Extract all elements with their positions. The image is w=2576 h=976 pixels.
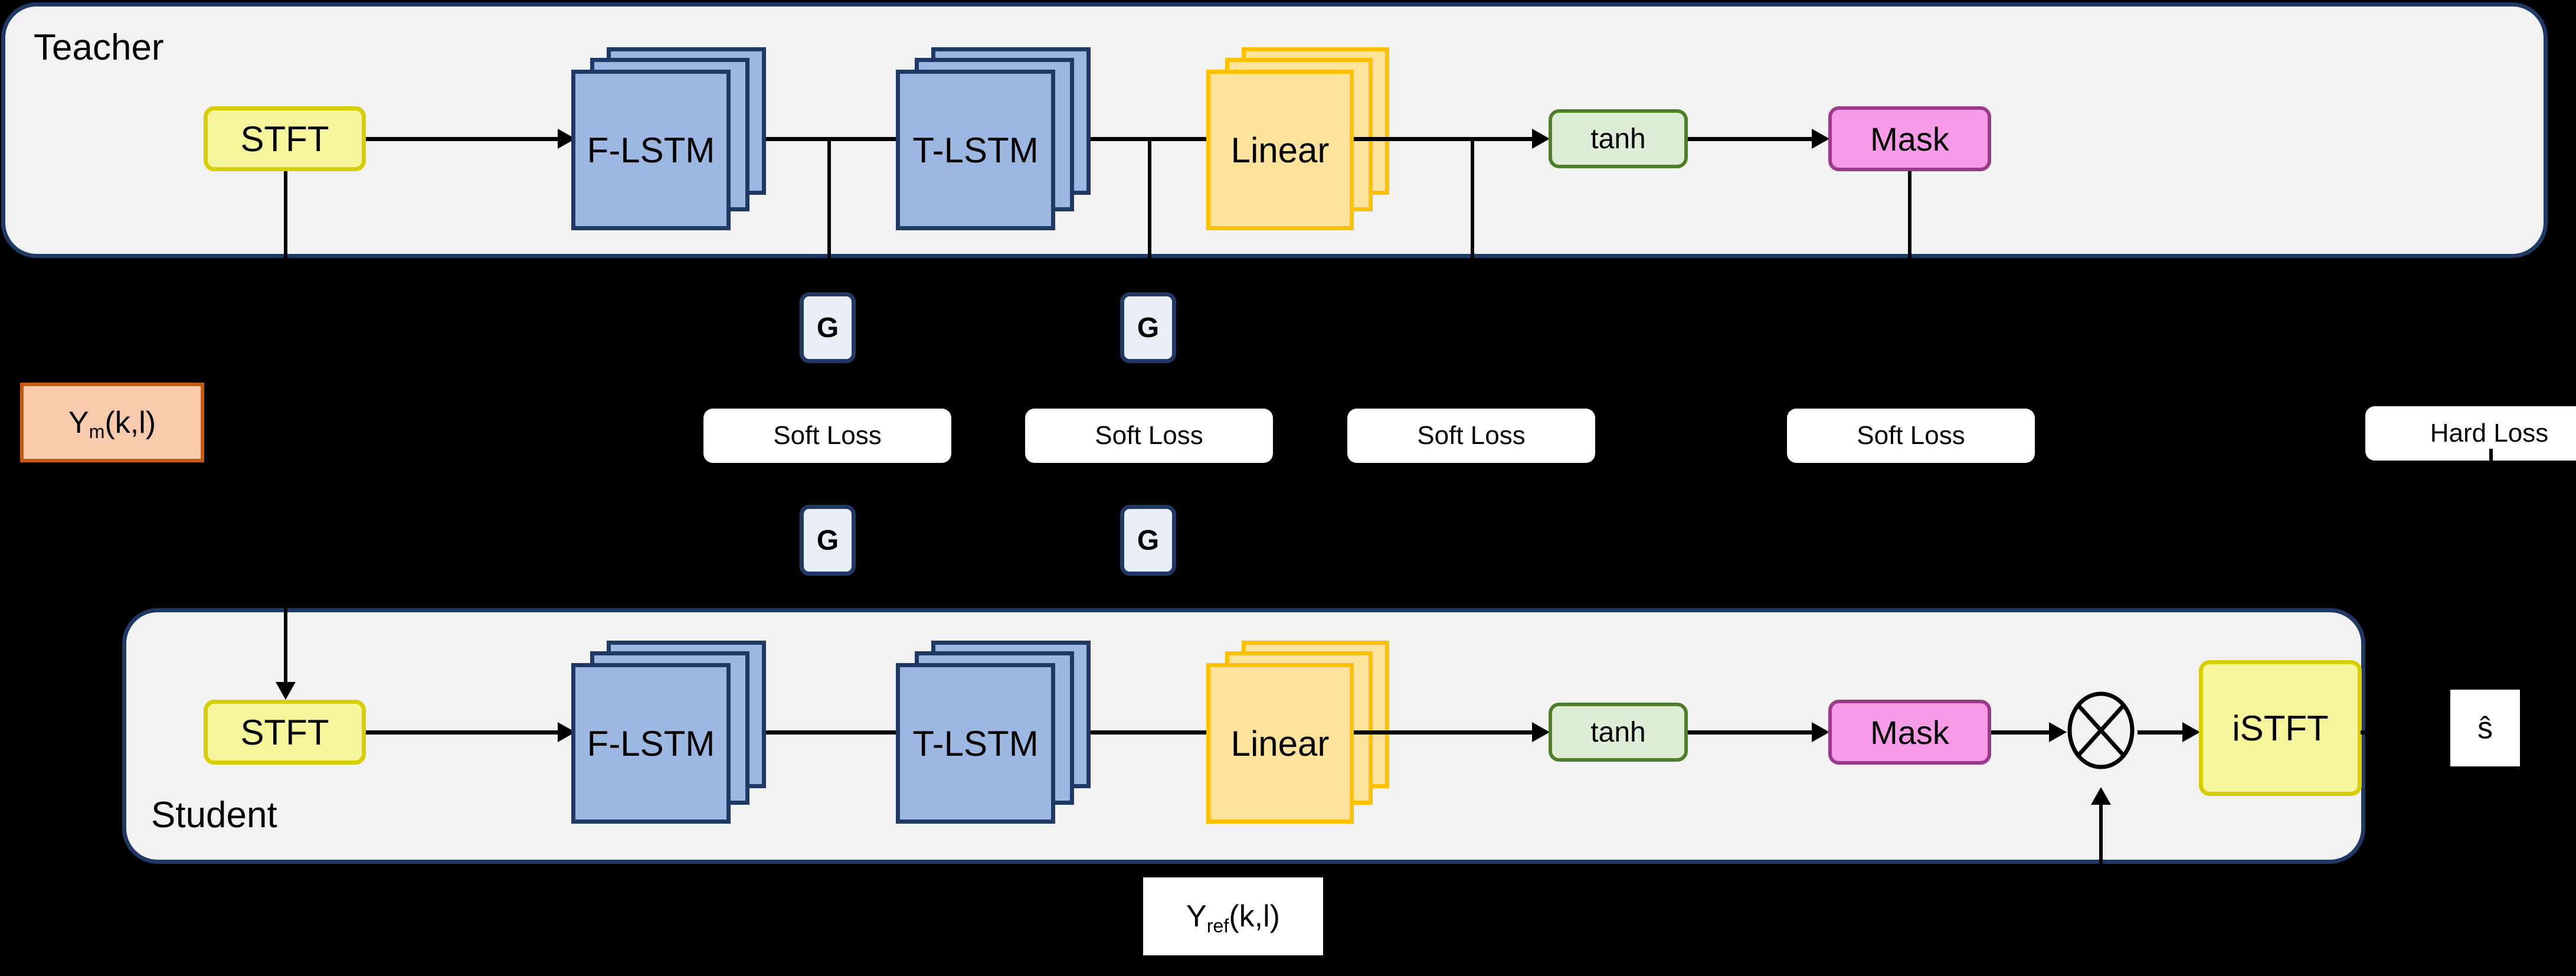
soft-loss-box-1-label: Soft Loss (773, 421, 882, 450)
teacher-t-lstm-label: T-LSTM (912, 130, 1039, 170)
soft-loss-3-connector-lower (1471, 463, 1474, 611)
teacher-t-lstm-sheet-front: T-LSTM (896, 70, 1055, 230)
g-box-bottom-2-label: G (1137, 524, 1160, 556)
student-istft-label: iSTFT (2232, 708, 2329, 748)
teacher-group-label: Teacher (34, 27, 164, 68)
hard-loss-connector (2489, 449, 2493, 493)
student-multiply-to-istft-arrowhead (2182, 722, 2200, 742)
student-tlstm-to-linear-line (1091, 730, 1217, 735)
teacher-linear-label: Linear (1230, 130, 1330, 170)
student-mask-label: Mask (1870, 713, 1949, 751)
teacher-tanh-node[interactable]: tanh (1549, 109, 1688, 168)
teacher-tanh-to-mask-arrowhead (1812, 129, 1829, 149)
hard-loss-box[interactable]: Hard Loss (2365, 406, 2576, 461)
student-mask-node[interactable]: Mask (1828, 700, 1991, 765)
soft-loss-4-connector-upper (1908, 258, 1911, 409)
yref-to-multiply-arrowhead (2091, 787, 2111, 805)
student-tanh-label: tanh (1590, 716, 1646, 748)
teacher-mask-node[interactable]: Mask (1828, 106, 1991, 171)
teacher-input-line (284, 165, 287, 272)
student-stft-node[interactable]: STFT (204, 700, 366, 765)
student-t-lstm-label: T-LSTM (912, 723, 1039, 763)
student-istft-node[interactable]: iSTFT (2199, 660, 2362, 796)
teacher-linear-to-tanh-line (1354, 137, 1537, 141)
g-box-top-2[interactable]: G (1120, 292, 1176, 363)
student-stft-label: STFT (240, 712, 329, 752)
student-tanh-to-mask-arrowhead (1812, 722, 1829, 742)
teacher-stft-label: STFT (240, 119, 329, 159)
g-box-bottom-2[interactable]: G (1120, 505, 1176, 576)
teacher-t-lstm-node[interactable]: T-LSTM (896, 47, 1091, 230)
student-f-lstm-label: F-LSTM (587, 723, 715, 763)
student-t-lstm-sheet-front: T-LSTM (896, 663, 1055, 824)
student-mask-to-multiply-line (1991, 730, 2059, 735)
g-box-bottom-1[interactable]: G (800, 505, 856, 576)
student-t-lstm-node[interactable]: T-LSTM (896, 641, 1091, 824)
soft-loss-4-connector-lower (1908, 463, 1911, 611)
g-box-bottom-1-label: G (816, 524, 839, 556)
teacher-tanh-to-mask-line (1688, 137, 1815, 141)
teacher-linear-sheet-front: Linear (1206, 70, 1354, 230)
teacher-tap-3 (1471, 137, 1474, 258)
teacher-flstm-to-tlstm-line (766, 137, 925, 141)
teacher-f-lstm-label: F-LSTM (587, 130, 715, 170)
soft-loss-box-3-label: Soft Loss (1417, 421, 1526, 450)
student-stft-to-flstm-line (366, 730, 561, 735)
student-input-arrowhead (276, 682, 296, 700)
g-box-top-2-label: G (1137, 312, 1160, 344)
student-istft-output-line (2361, 730, 2397, 735)
soft-loss-3-connector-upper (1471, 258, 1474, 409)
teacher-linear-to-tanh-arrowhead (1532, 129, 1550, 149)
yref-to-multiply-line (2099, 805, 2103, 923)
soft-loss-box-4[interactable]: Soft Loss (1787, 409, 2035, 463)
teacher-f-lstm-sheet-front: F-LSTM (571, 70, 731, 230)
s-hat-output-box: ŝ (2450, 690, 2520, 766)
yref-signal-box: Yref(k,l) (1143, 877, 1323, 955)
student-input-line (284, 593, 287, 685)
teacher-tap-2 (1148, 137, 1151, 258)
soft-loss-box-4-label: Soft Loss (1857, 421, 1965, 450)
teacher-linear-node[interactable]: Linear (1206, 47, 1401, 230)
student-group-label: Student (151, 795, 277, 835)
yref-signal-label: Yref(k,l) (1186, 899, 1280, 936)
teacher-stft-node[interactable]: STFT (204, 106, 366, 171)
student-linear-node[interactable]: Linear (1206, 641, 1401, 824)
soft-loss-box-2-label: Soft Loss (1095, 421, 1203, 450)
multiply-operator-icon (2064, 689, 2138, 772)
student-tanh-node[interactable]: tanh (1549, 703, 1688, 762)
teacher-tap-4 (1908, 171, 1911, 258)
teacher-stft-to-flstm-line (366, 137, 561, 141)
student-linear-label: Linear (1230, 723, 1330, 763)
student-linear-to-tanh-line (1354, 730, 1537, 735)
teacher-f-lstm-node[interactable]: F-LSTM (571, 47, 766, 230)
ym-signal-box: Ym(k,l) (20, 383, 204, 462)
student-tanh-to-mask-line (1688, 730, 1815, 735)
g-box-top-1-label: G (816, 312, 839, 344)
student-linear-sheet-front: Linear (1206, 663, 1354, 824)
soft-loss-box-3[interactable]: Soft Loss (1347, 409, 1595, 463)
teacher-mask-label: Mask (1870, 120, 1949, 158)
s-hat-output-label: ŝ (2477, 711, 2493, 745)
student-flstm-to-tlstm-line (766, 730, 925, 735)
student-linear-to-tanh-arrowhead (1532, 722, 1550, 742)
soft-loss-box-2[interactable]: Soft Loss (1025, 409, 1273, 463)
teacher-tanh-label: tanh (1590, 123, 1646, 155)
g-box-top-1[interactable]: G (800, 292, 856, 363)
student-f-lstm-node[interactable]: F-LSTM (571, 641, 766, 824)
soft-loss-box-1[interactable]: Soft Loss (703, 409, 951, 463)
teacher-tap-1 (827, 137, 831, 258)
teacher-tlstm-to-linear-line (1091, 137, 1217, 141)
student-f-lstm-sheet-front: F-LSTM (571, 663, 731, 824)
ym-signal-label: Ym(k,l) (68, 405, 156, 443)
student-multiply-to-istft-line (2138, 730, 2191, 735)
student-mask-to-multiply-arrowhead (2049, 722, 2067, 742)
hard-loss-box-label: Hard Loss (2430, 419, 2549, 448)
